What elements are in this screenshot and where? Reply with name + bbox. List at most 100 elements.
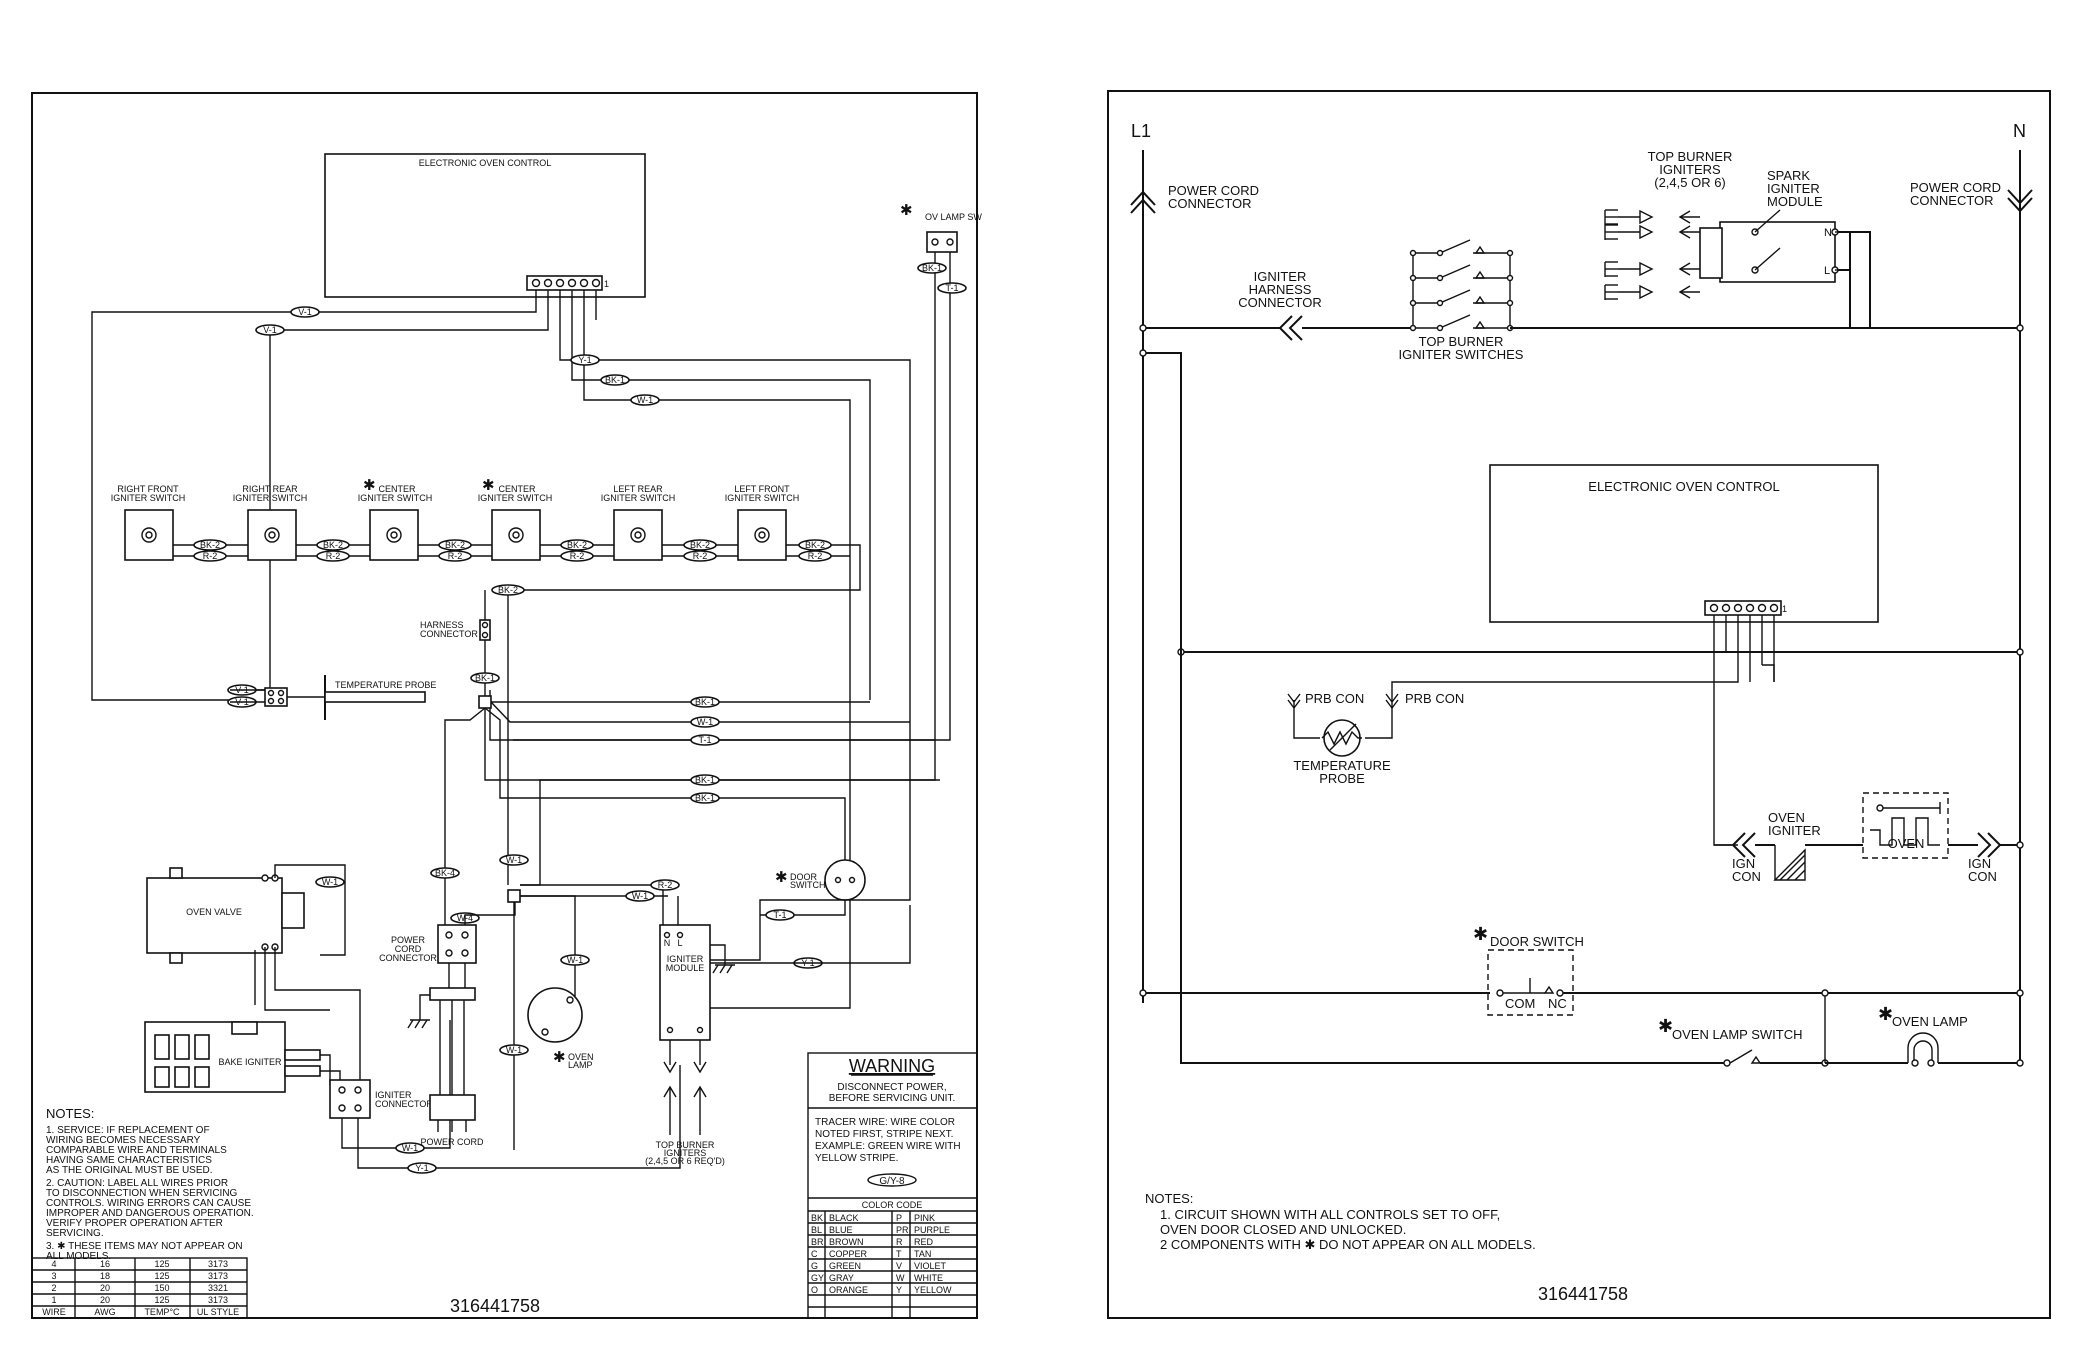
oven-lamp-label: LAMP xyxy=(568,1060,593,1070)
igniter-switch: LEFT FRONT IGNITER SWITCH xyxy=(725,484,800,561)
color-code-cell: TAN xyxy=(914,1249,931,1259)
igniter-electrode xyxy=(1604,224,1700,240)
eoc-pin-one: 1 xyxy=(1782,604,1787,614)
note-line: CONTROLS. WIRING ERRORS CAN CAUSE xyxy=(46,1198,251,1209)
tracer-line: YELLOW STRIPE. xyxy=(815,1153,898,1164)
wire-marker: BK-4 xyxy=(435,868,455,878)
wire-table-cell: 18 xyxy=(100,1271,110,1281)
nc-label: NC xyxy=(1548,996,1567,1011)
igniter-connector-label: IGNITER xyxy=(375,1090,412,1100)
igniter-switch-row: RIGHT FRONT IGNITER SWITCH RIGHT REAR IG… xyxy=(111,477,800,561)
module-pin-n: N xyxy=(664,938,671,948)
power-cord-connector: BK-4 W-4 POWER CORD CONNECTOR POWER CORD xyxy=(379,867,516,1147)
central-junction-wiring: BK-1 W-1 T-1 BK-1 BK-1 xyxy=(444,696,940,880)
color-code-cell: RED xyxy=(914,1237,934,1247)
color-code-cell: BLACK xyxy=(829,1213,859,1223)
wire-marker: W-1 xyxy=(697,717,713,727)
wire-marker: R-2 xyxy=(808,551,823,561)
spark-module-label: MODULE xyxy=(1767,194,1823,209)
oven-lamp-circuit: ✱ OVEN LAMP SWITCH ✱ OVEN LAMP xyxy=(1139,349,2024,1067)
switch-label: IGNITER SWITCH xyxy=(233,493,308,503)
igniter-connector-label: CONNECTOR xyxy=(375,1099,433,1109)
wire-table-cell: 3321 xyxy=(208,1283,228,1293)
oven-igniter-label: OVEN xyxy=(1768,810,1805,825)
wire-marker: R-2 xyxy=(203,551,218,561)
wire-marker: BK-1 xyxy=(695,697,715,707)
wire-table-cell: 3173 xyxy=(208,1295,228,1305)
note-line: OVEN DOOR CLOSED AND UNLOCKED. xyxy=(1160,1222,1406,1237)
igniters-label: IGNITERS xyxy=(1659,162,1721,177)
wire-marker: BK-2 xyxy=(805,540,825,550)
igniter-module: R-2 W-1 N L IGNITER MODULE TOP BURNER IG… xyxy=(520,745,911,1166)
optional-star: ✱ xyxy=(1658,1016,1673,1036)
igniter-harness-label: IGNITER xyxy=(1254,269,1307,284)
note-line: COMPARABLE WIRE AND TERMINALS xyxy=(46,1145,227,1156)
oven-valve: OVEN VALVE W-1 xyxy=(146,864,361,1080)
top-burner-label: TOP BURNER xyxy=(656,1140,715,1150)
bake-igniter: BAKE IGNITER xyxy=(144,1021,341,1093)
power-cord-connector-label: CORD xyxy=(395,944,422,954)
optional-star: ✱ xyxy=(482,477,495,494)
color-code-cell: BK xyxy=(811,1213,823,1223)
oven-igniter-circuit: IGN CON OVEN IGNITER OVEN IGN CON xyxy=(1714,792,2024,884)
wire-marker: BK-1 xyxy=(695,775,715,785)
note-line: WIRING BECOMES NECESSARY xyxy=(46,1135,201,1146)
switch-label: IGNITER SWITCH xyxy=(111,493,186,503)
note-line: SERVICING. xyxy=(46,1228,104,1239)
wire-marker: T-1 xyxy=(945,283,958,293)
color-code-cell: G xyxy=(811,1261,818,1271)
warning-title: WARNING xyxy=(849,1056,935,1076)
color-code-cell: O xyxy=(811,1285,818,1295)
note-line: TO DISCONNECTION WHEN SERVICING xyxy=(46,1188,238,1199)
igniter-switch: RIGHT REAR IGNITER SWITCH xyxy=(233,484,308,561)
wire-table-cell: 125 xyxy=(154,1259,169,1269)
wire-marker: R-2 xyxy=(693,551,708,561)
oven-lamp-left: W-1 W-1 W-1 ✱ OVEN LAMP xyxy=(499,854,594,1150)
oven-igniter-label: IGNITER xyxy=(1768,823,1821,838)
wire-marker: BK-2 xyxy=(445,540,465,550)
wire-table-cell: 3 xyxy=(51,1271,56,1281)
wire-table: 4 16 125 3173 3 18 125 3173 2 20 150 332… xyxy=(31,1257,248,1319)
right-panel-frame xyxy=(1107,90,2051,1319)
wire-table-cell: 4 xyxy=(51,1259,56,1269)
igniters-label: (2,4,5 OR 6) xyxy=(1654,175,1726,190)
top-burner-igniters: TOP BURNER IGNITERS (2,4,5 OR 6) xyxy=(1604,149,1732,300)
power-cord-connector-label: CONNECTOR xyxy=(1168,196,1252,211)
igniter-harness-label: CONNECTOR xyxy=(1238,295,1322,310)
prb-con-label: PRB CON xyxy=(1405,691,1464,706)
igniter-switch: LEFT REAR IGNITER SWITCH xyxy=(601,484,675,561)
note-line: ALL MODELS. xyxy=(46,1251,111,1262)
optional-star: ✱ xyxy=(363,477,376,494)
igniter-switch: RIGHT FRONT IGNITER SWITCH xyxy=(111,484,186,561)
wire-table-cell: 150 xyxy=(154,1283,169,1293)
color-code-cell: GY xyxy=(811,1273,824,1283)
door-switch-label: DOOR xyxy=(790,872,818,882)
ov-lamp-star: ✱ xyxy=(900,202,913,219)
wire-marker: R-2 xyxy=(448,551,463,561)
door-switch-left: ✱ DOOR SWITCH T-1 xyxy=(760,859,866,921)
igniter-switch: ✱ CENTER IGNITER SWITCH xyxy=(358,477,432,561)
color-code-cell: BLUE xyxy=(829,1225,853,1235)
ov-lamp-sw-label: OV LAMP SW xyxy=(925,212,982,222)
switch-label: CENTER xyxy=(378,484,416,494)
wire-marker: Y-1 xyxy=(578,355,591,365)
power-cord-connector-label: POWER xyxy=(391,935,426,945)
wire-marker: BK-2 xyxy=(200,540,220,550)
wire-table-cell: 2 xyxy=(51,1283,56,1293)
wire-marker: R-2 xyxy=(326,551,341,561)
wire-table-cell: 1 xyxy=(51,1295,56,1305)
switch-label: IGNITER SWITCH xyxy=(725,493,800,503)
igniter-electrode xyxy=(1604,284,1700,300)
wire-marker: W-1 xyxy=(567,955,583,965)
ign-con-label: IGN xyxy=(1732,856,1755,871)
wire-marker: T-1 xyxy=(773,910,786,920)
color-code-cell: BR xyxy=(811,1237,824,1247)
note-line: HAVING SAME CHARACTERISTICS xyxy=(46,1155,212,1166)
temp-probe-label: TEMPERATURE xyxy=(1293,758,1391,773)
oven-lamp-switch-label: OVEN LAMP SWITCH xyxy=(1672,1027,1803,1042)
wire-marker: BK-2 xyxy=(498,585,518,595)
power-cord-connector-label: CONNECTOR xyxy=(379,953,437,963)
color-code-cell: BL xyxy=(811,1225,822,1235)
oven-valve-label: OVEN VALVE xyxy=(186,907,242,917)
